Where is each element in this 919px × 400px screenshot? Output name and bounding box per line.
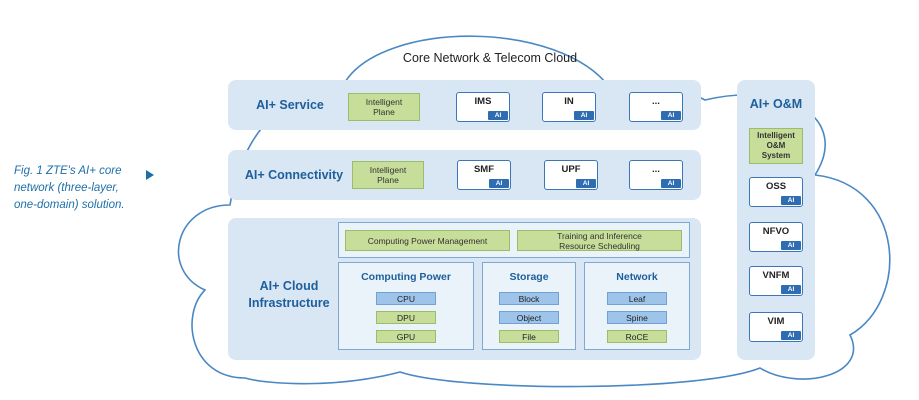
- ai-badge: AI: [781, 196, 801, 205]
- group-computing-power: Computing Power CPU DPU GPU: [338, 262, 474, 350]
- diagram-title: Core Network & Telecom Cloud: [402, 51, 578, 65]
- node-vnfm: VNFM AI: [749, 266, 803, 296]
- node-smf: SMF AI: [457, 160, 511, 190]
- ai-badge: AI: [661, 111, 681, 120]
- chip-gpu: GPU: [376, 330, 436, 343]
- node-upf: UPF AI: [544, 160, 598, 190]
- node-connectivity-more: ... AI: [629, 160, 683, 190]
- ai-badge: AI: [576, 179, 596, 188]
- computing-power-management: Computing Power Management: [345, 230, 510, 251]
- chip-cpu: CPU: [376, 292, 436, 305]
- ai-badge: AI: [781, 331, 801, 340]
- ai-badge: AI: [574, 111, 594, 120]
- node-service-more: ... AI: [629, 92, 683, 122]
- chip-spine: Spine: [607, 311, 667, 324]
- layer-service-label: AI+ Service: [256, 98, 324, 112]
- ai-badge: AI: [489, 179, 509, 188]
- chip-dpu: DPU: [376, 311, 436, 324]
- chip-object: Object: [499, 311, 559, 324]
- group-network: Network Leaf Spine RoCE: [584, 262, 690, 350]
- ai-badge: AI: [488, 111, 508, 120]
- caption-arrow-icon: [146, 170, 154, 180]
- node-ims: IMS AI: [456, 92, 510, 122]
- layer-connectivity-label: AI+ Connectivity: [244, 168, 344, 182]
- chip-block: Block: [499, 292, 559, 305]
- chip-roce: RoCE: [607, 330, 667, 343]
- node-in: IN AI: [542, 92, 596, 122]
- node-nfvo: NFVO AI: [749, 222, 803, 252]
- ai-badge: AI: [661, 179, 681, 188]
- om-title: AI+ O&M: [749, 97, 803, 111]
- cloud-management-box: Computing Power Management Training and …: [338, 222, 690, 258]
- ai-badge: AI: [781, 285, 801, 294]
- layer-cloud-infrastructure: AI+ Cloud Infrastructure Computing Power…: [228, 218, 701, 360]
- figure-caption: Fig. 1 ZTE's AI+ core network (three-lay…: [14, 165, 125, 211]
- node-oss: OSS AI: [749, 177, 803, 207]
- group-storage: Storage Block Object File: [482, 262, 576, 350]
- chip-file: File: [499, 330, 559, 343]
- ai-badge: AI: [781, 241, 801, 250]
- node-vim: VIM AI: [749, 312, 803, 342]
- chip-leaf: Leaf: [607, 292, 667, 305]
- layer-cloud-label: AI+ Cloud Infrastructure: [248, 279, 330, 310]
